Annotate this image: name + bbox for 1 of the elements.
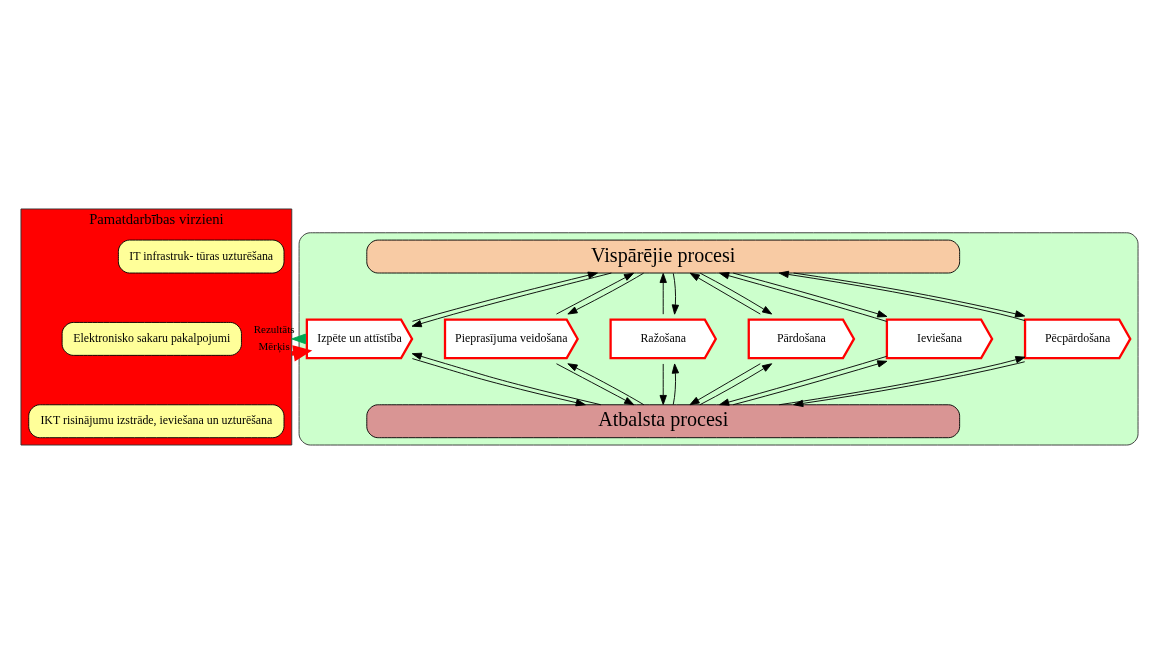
edge-label: Mērķis <box>258 340 290 353</box>
